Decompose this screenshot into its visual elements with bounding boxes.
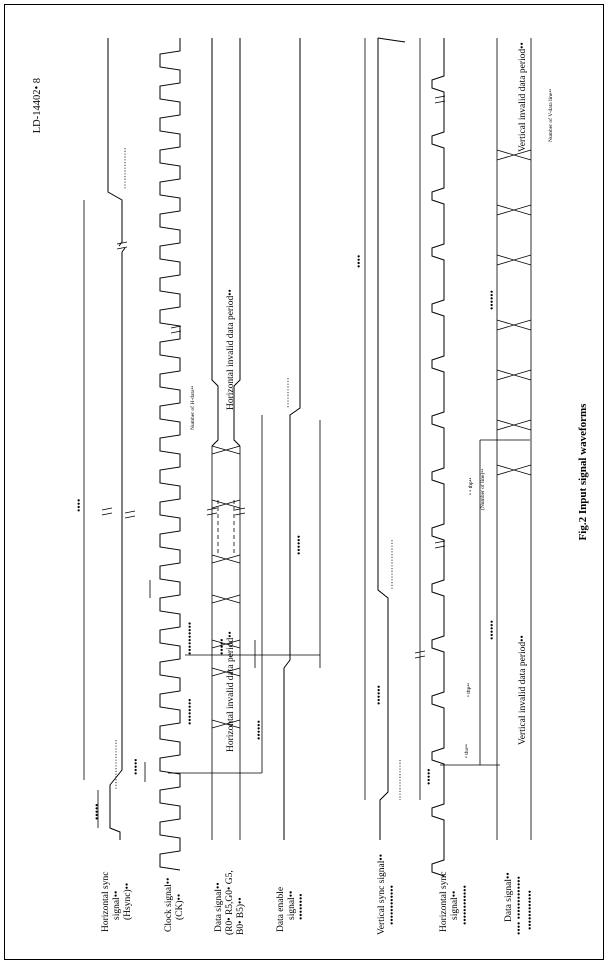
enable-waveform <box>283 38 301 840</box>
vsync-waveform <box>377 37 406 840</box>
svg-text:Clock signal••: Clock signal•• <box>164 878 174 932</box>
svg-text:B0• B5)••: B0• B5)•• <box>235 897 246 935</box>
svg-text:••••••••••••: •••••••••••• <box>526 890 536 930</box>
svg-text:Horizontal invalid data period: Horizontal invalid data period•• <box>226 289 236 410</box>
hsync-waveform <box>107 38 126 840</box>
svg-text:••••••••: •••••••• <box>297 893 307 920</box>
label-hsync-v: Horizontal sync signal•• •••••••••••• <box>439 872 471 932</box>
svg-text:signal••: signal•• <box>450 891 460 920</box>
svg-text:(Number of line)••: (Number of line)•• <box>479 469 486 510</box>
data-v-waveform <box>496 38 532 840</box>
svg-text:• • thp••: • • thp•• <box>468 477 474 495</box>
hsync-v-waveform <box>431 38 445 877</box>
label-data-v: Data signal•• •••• ••••••••••••• •••••••… <box>504 872 536 935</box>
svg-text:••••••••: •••••••• <box>186 698 196 725</box>
svg-text:••••••: •••••• <box>375 685 385 705</box>
label-hsync: Horizontal sync signal•• (Hsync)•• <box>101 872 133 932</box>
svg-text:•••••: ••••• <box>218 638 228 655</box>
timing-arrows <box>83 38 530 828</box>
svg-text:Vertical sync signal••: Vertical sync signal•• <box>377 854 387 935</box>
page-border <box>4 4 604 960</box>
svg-text:Data signal••: Data signal•• <box>214 882 224 932</box>
svg-text:• thp••: • thp•• <box>466 683 472 697</box>
svg-text:Horizontal sync: Horizontal sync <box>101 872 111 932</box>
svg-text:signal••: signal•• <box>287 891 297 920</box>
svg-text:Data enable: Data enable <box>276 887 286 932</box>
label-enable: Data enable signal•• •••••••• <box>276 887 307 932</box>
svg-text:••••: •••• <box>75 499 85 512</box>
svg-text:••••: •••• <box>355 255 365 268</box>
svg-text:••••••••••••: •••••••••••• <box>388 885 398 925</box>
label-vsync: Vertical sync signal•• •••••••••••• <box>377 854 398 935</box>
break-marks <box>101 95 446 659</box>
svg-text:•••• •••••••••••••: •••• ••••••••••••• <box>515 876 525 935</box>
svg-text:Vertical invalid data period••: Vertical invalid data period•• <box>518 42 528 152</box>
document-id: LD-14402• 8 <box>32 78 43 133</box>
svg-text:Data signal••: Data signal•• <box>504 872 514 922</box>
svg-text:••••••••••••: •••••••••••• <box>461 885 471 925</box>
svg-text:••••••••••: •••••••••• <box>186 622 196 655</box>
svg-text:Horizontal invalid data period: Horizontal invalid data period•• <box>226 631 236 752</box>
svg-text:••••••: •••••• <box>488 620 498 640</box>
figure-caption: Fig.2 Input signal waveforms <box>577 403 589 541</box>
label-data-h: Data signal•• (R0• R5,G0• G5, B0• B5)•• <box>214 870 246 935</box>
svg-text:Number of V-data line••: Number of V-data line•• <box>547 89 554 142</box>
clock-waveform <box>159 38 181 871</box>
svg-text:•••••: ••••• <box>132 758 142 775</box>
svg-text:Vertical invalid data period••: Vertical invalid data period•• <box>518 635 528 745</box>
svg-text:•••••: ••••• <box>93 803 103 820</box>
svg-text:••••••: •••••• <box>488 290 498 310</box>
svg-text:signal••: signal•• <box>112 891 122 920</box>
svg-text:Horizontal sync: Horizontal sync <box>439 872 449 932</box>
svg-text:(R0• R5,G0• G5,: (R0• R5,G0• G5, <box>224 870 235 935</box>
svg-text:(CK)••: (CK)•• <box>174 894 185 920</box>
svg-text:• tha••: • tha•• <box>464 744 470 758</box>
svg-text:•••••: ••••• <box>425 768 435 785</box>
annotations: Horizontal invalid data period•• Horizon… <box>75 42 554 820</box>
svg-text:••••••: •••••• <box>255 720 265 740</box>
svg-text:••••••: •••••• <box>295 535 305 555</box>
label-clock: Clock signal•• (CK)•• <box>164 878 185 932</box>
svg-text:Number of H-data••: Number of H-data•• <box>189 386 196 430</box>
data-h-waveform <box>211 38 241 840</box>
svg-text:(Hsync)••: (Hsync)•• <box>122 883 133 920</box>
